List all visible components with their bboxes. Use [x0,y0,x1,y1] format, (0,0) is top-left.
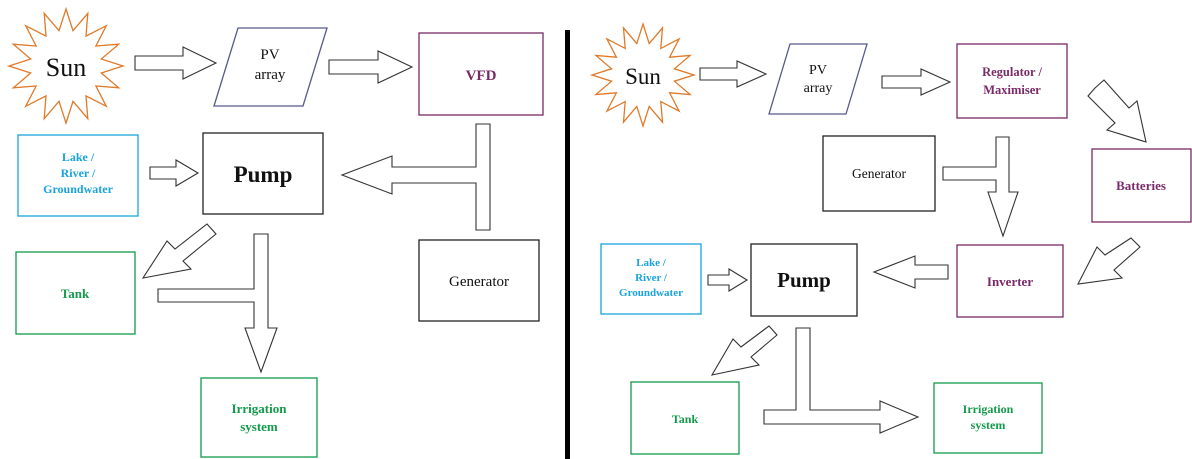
right-regulator-box [956,43,1068,119]
left-water-source-box [17,134,139,217]
left-irrigation-label-line2: system [240,419,278,434]
left-sun-node: Sun [6,6,126,126]
right-arrow-water-to-pump [707,268,749,292]
right-inverter-node: Inverter [956,244,1064,318]
panel-divider [565,30,570,459]
left-sun-icon [6,6,126,126]
right-irrigation-label-line1: Irrigation [963,402,1014,416]
right-sun-icon [589,21,697,129]
right-water-label-line1: Lake / [636,257,667,269]
left-pv-array-node: PV array [213,27,328,107]
left-arrow-pump-to-irrigation [157,233,278,374]
right-arrow-inverter-to-pump [872,255,949,289]
right-generator-box [822,135,936,212]
left-tank-node: Tank [15,251,136,335]
right-arrow-regulator-to-batteries [1087,79,1147,143]
left-diagram: Sun PV array VFD Lake / River / Groundwa… [6,6,544,458]
right-water-source-node: Lake / River / Groundwater [600,243,702,315]
left-generator-node: Generator [418,239,540,322]
left-water-label-line2: River / [61,166,96,180]
left-pump-node: Pump [202,132,324,215]
right-sun-node: Sun [589,21,697,129]
right-generator-node: Generator [822,135,936,212]
right-arrow-pump-to-irrigation [763,327,920,434]
left-irrigation-node: Irrigation system [200,377,318,458]
right-irrigation-box [933,382,1043,454]
right-pump-box [750,243,858,317]
right-irrigation-label-line2: system [971,418,1006,432]
right-inverter-box [956,244,1064,318]
right-pv-label-line1: PV [809,63,827,78]
left-arrow-pump-to-tank [141,223,217,279]
left-tank-label: Tank [61,286,90,301]
right-pv-array-node: PV array [768,43,868,115]
right-arrow-batteries-to-inverter [1077,237,1141,285]
right-regulator-label-line2: Maximiser [983,83,1041,97]
left-water-source-node: Lake / River / Groundwater [17,134,139,217]
right-regulator-node: Regulator / Maximiser [956,43,1068,119]
right-batteries-box [1091,148,1192,223]
left-pv-label-line1: PV [260,47,279,63]
left-tank-box [15,251,136,335]
left-arrow-sun-to-pv [134,46,218,80]
left-generator-box [418,239,540,322]
left-vfd-label: VFD [466,68,497,84]
left-irrigation-label-line1: Irrigation [232,401,288,416]
right-sun-label: Sun [625,64,661,89]
right-water-label-line2: River / [635,272,668,284]
right-diagram: Sun PV array Regulator / Maximiser Gener… [589,21,1192,455]
right-pv-label-line2: array [804,81,833,96]
right-tank-box [630,381,740,455]
right-batteries-node: Batteries [1091,148,1192,223]
right-regulator-label-line1: Regulator / [982,65,1042,79]
right-water-source-box [600,243,702,315]
right-tank-node: Tank [630,381,740,455]
right-pump-label: Pump [777,268,831,292]
right-generator-label: Generator [852,166,906,181]
left-arrow-vfd-generator-to-pump [340,123,491,231]
right-pv-array-box [768,43,868,115]
left-pv-array-box [213,27,328,107]
left-pump-label: Pump [234,162,293,187]
left-pv-label-line2: array [255,67,286,83]
right-water-label-line3: Groundwater [619,287,683,299]
right-tank-label: Tank [672,412,699,426]
left-generator-label: Generator [449,274,509,290]
right-arrow-pv-to-regulator [881,68,952,96]
left-water-label-line3: Groundwater [43,182,113,196]
right-pump-node: Pump [750,243,858,317]
left-arrow-water-to-pump [149,159,200,187]
right-irrigation-node: Irrigation system [933,382,1043,454]
left-pump-box [202,132,324,215]
left-irrigation-box [200,377,318,458]
right-arrow-pump-to-tank [710,325,778,376]
left-water-label-line1: Lake / [62,150,95,164]
right-batteries-label: Batteries [1116,178,1166,193]
left-vfd-node: VFD [418,32,544,116]
left-sun-label: Sun [46,53,86,82]
right-inverter-label: Inverter [987,274,1033,289]
right-arrow-sun-to-pv [699,60,768,88]
right-arrow-generator-to-inverter [942,136,1019,238]
left-arrow-pv-to-vfd [328,50,414,84]
left-vfd-box [418,32,544,116]
